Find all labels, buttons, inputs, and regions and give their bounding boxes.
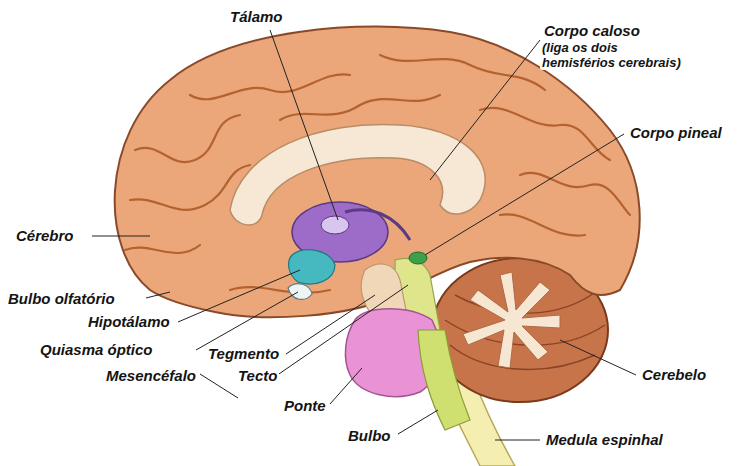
structure-label: Mesencéfalo: [104, 367, 198, 384]
structure-label: Cerebelo: [640, 366, 708, 383]
structure-label: Tegmento: [206, 345, 281, 362]
structure-label: Tecto: [236, 367, 279, 384]
structure-label: Cérebro: [14, 227, 76, 244]
structure-label: Tálamo: [228, 8, 285, 25]
structure-label: Bulbo olfatório: [6, 290, 117, 307]
structure-label: Bulbo: [346, 427, 393, 444]
structure-label: Quiasma óptico: [38, 341, 155, 358]
structure-label: Corpo pineal: [628, 124, 724, 141]
structure-note: (liga os dois hemisférios cerebrais): [540, 40, 694, 70]
structure-label: Ponte: [282, 397, 328, 414]
structure-label: Medula espinhal: [544, 431, 665, 448]
structure-label: Corpo caloso: [542, 22, 642, 39]
structure-label: Hipotálamo: [86, 313, 172, 330]
